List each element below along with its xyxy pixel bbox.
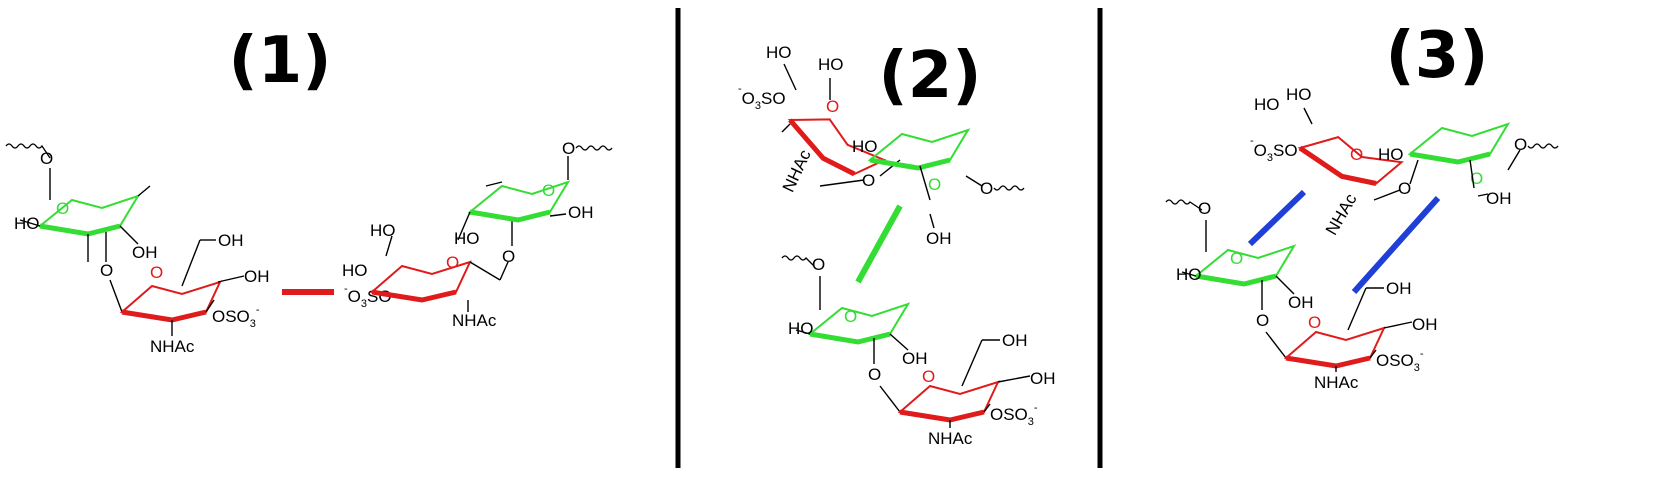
o-label: O	[980, 179, 993, 198]
galnac-ring	[1286, 328, 1384, 366]
oh-label: OH	[1386, 279, 1412, 298]
panel-3-molecule-top: HO HO -O3SO O NHAc O HO O OH O	[1250, 85, 1559, 238]
nhac-label: NHAc	[779, 146, 815, 195]
fucose-ring	[40, 196, 138, 234]
panel-2-molecule-bottom: O O HO OH O O NHAc OSO3- OH OH	[781, 255, 1056, 448]
o-label: O	[862, 171, 875, 190]
o-label: O	[40, 149, 53, 168]
svg-text:O: O	[922, 367, 935, 386]
svg-text:O: O	[1308, 313, 1321, 332]
o-label: O	[1198, 199, 1211, 218]
svg-text:O: O	[844, 307, 857, 326]
o-label: O	[1256, 311, 1269, 330]
fucose-ring	[1196, 246, 1294, 284]
svg-text:O: O	[542, 181, 555, 200]
o-label: O	[868, 365, 881, 384]
ho-label: HO	[1286, 85, 1312, 104]
fucose-ring	[870, 130, 968, 168]
ho-label: HO	[1176, 265, 1202, 284]
oh-label: OH	[1486, 189, 1512, 208]
ho-label: HO	[1254, 95, 1280, 114]
ho-label: HO	[818, 55, 844, 74]
panel-3-title: (3)	[1385, 19, 1488, 93]
nhac-label: NHAc	[1314, 373, 1359, 392]
ho-label: HO	[342, 261, 368, 280]
oh-label: OH	[1030, 369, 1056, 388]
panel-1-title: (1)	[228, 24, 331, 98]
oso3-label: OSO3-	[1376, 348, 1424, 374]
panel-2-molecule-top: HO HO -O3SO O NHAc HO O O OH O	[738, 43, 1025, 248]
svg-text:O: O	[1230, 249, 1243, 268]
ho-label: HO	[766, 43, 792, 62]
ho-label: HO	[14, 214, 40, 233]
o-label: O	[812, 255, 825, 274]
o3so-label: -O3SO	[738, 83, 786, 112]
svg-text:O: O	[1350, 145, 1363, 164]
oh-label: OH	[1288, 293, 1314, 312]
panel-1-molecule-right: -O3SO HO O HO NHAc O O HO OH O	[342, 139, 613, 330]
ho-label: HO	[1378, 145, 1404, 164]
oh-label: OH	[1002, 331, 1028, 350]
oh-label: OH	[132, 243, 158, 262]
oh-label: OH	[218, 231, 244, 250]
o-label: O	[562, 139, 575, 158]
o-label: O	[1514, 135, 1527, 154]
panel-3-molecule-bottom: O O HO OH O O NHAc OSO3- OH OH	[1165, 199, 1438, 392]
ho-label: HO	[370, 221, 396, 240]
svg-text:O: O	[826, 97, 839, 116]
svg-text:O: O	[56, 199, 69, 218]
oso3-label: OSO3-	[212, 304, 260, 330]
o3so-label: -O3SO	[1250, 135, 1298, 164]
galnac-ring	[900, 382, 998, 420]
panel-1-molecule-left: O HO O OH O O NHAc OSO3- OH OH	[5, 143, 270, 356]
oh-label: OH	[244, 267, 270, 286]
interaction-bar-blue-left	[1247, 189, 1307, 247]
ho-label: HO	[852, 137, 878, 156]
oh-label: OH	[902, 349, 928, 368]
oh-label: OH	[568, 203, 594, 222]
ho-label: HO	[454, 229, 480, 248]
svg-text:O: O	[446, 253, 459, 272]
panel-2-title: (2)	[878, 39, 981, 113]
oh-label: OH	[1412, 315, 1438, 334]
interaction-bar-green	[855, 204, 903, 284]
interaction-bar-blue-right	[1351, 196, 1441, 294]
nhac-label: NHAc	[452, 311, 497, 330]
o-label: O	[502, 247, 515, 266]
oh-label: OH	[926, 229, 952, 248]
nhac-label: NHAc	[1322, 190, 1361, 238]
galnac-ring	[122, 282, 220, 320]
nhac-label: NHAc	[150, 337, 195, 356]
fucose-ring	[1410, 124, 1508, 162]
svg-text:O: O	[928, 175, 941, 194]
oso3-label: OSO3-	[990, 402, 1038, 428]
o-label: O	[100, 261, 113, 280]
ho-label: HO	[788, 319, 814, 338]
o-label: O	[1398, 179, 1411, 198]
svg-text:O: O	[150, 263, 163, 282]
nhac-label: NHAc	[928, 429, 973, 448]
